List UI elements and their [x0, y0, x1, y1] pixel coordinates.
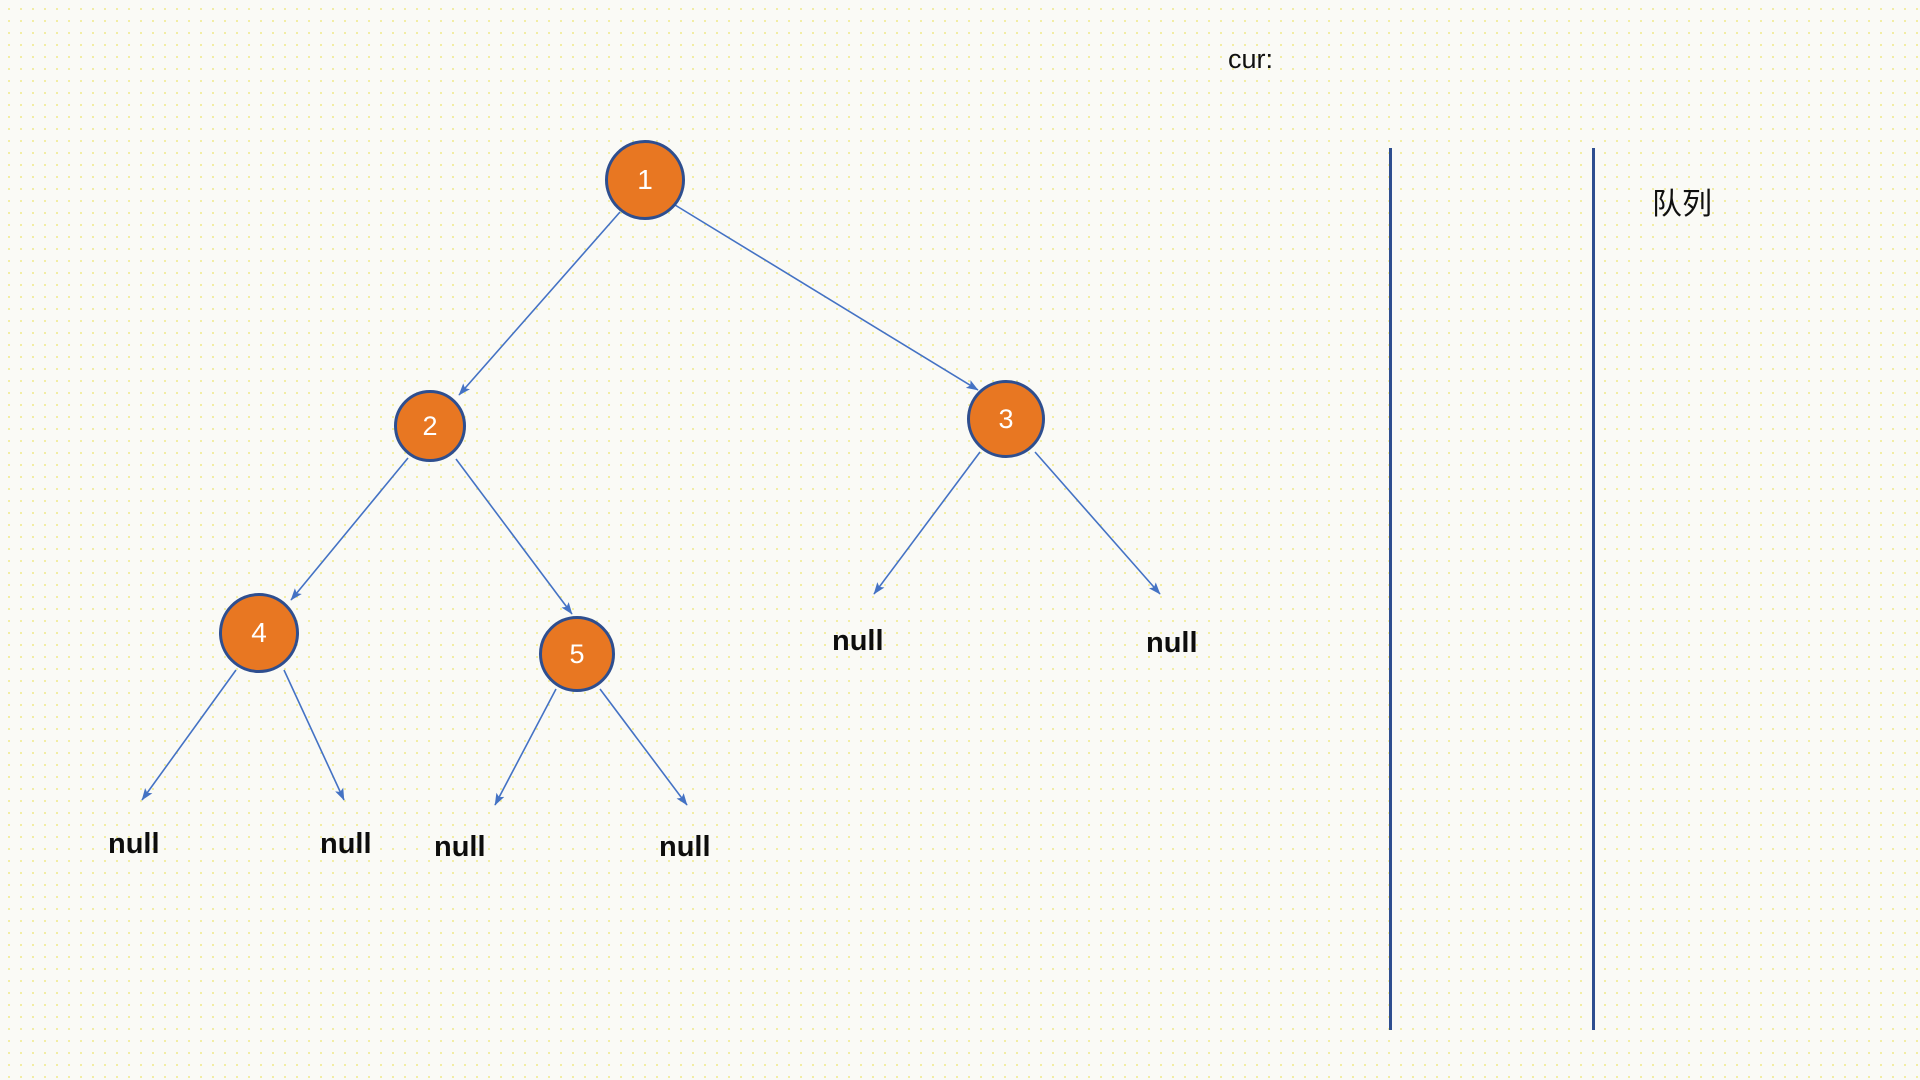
tree-edge — [455, 458, 573, 615]
tree-edge — [458, 211, 621, 396]
null-leaf-label: null — [659, 831, 711, 863]
tree-edge — [873, 451, 981, 595]
null-leaf-label: null — [434, 831, 486, 863]
tree-edge — [141, 669, 237, 801]
tree-edge — [599, 688, 688, 806]
null-leaf-label: null — [320, 828, 372, 860]
tree-edge — [1034, 451, 1161, 595]
tree-node-value: 2 — [422, 410, 438, 441]
cur-pointer-label: cur: — [1228, 44, 1274, 74]
queue-rail-left — [1389, 148, 1392, 1030]
tree-node-2[interactable]: 2 — [394, 390, 466, 462]
tree-edge — [290, 457, 409, 601]
null-leaf-label: null — [832, 625, 884, 657]
tree-edge — [494, 688, 557, 806]
tree-node-4[interactable]: 4 — [219, 593, 299, 673]
queue-rail-right — [1592, 148, 1595, 1030]
tree-node-value: 5 — [569, 638, 585, 669]
tree-edge — [674, 204, 979, 391]
tree-edge — [283, 669, 345, 801]
tree-node-value: 3 — [998, 403, 1014, 434]
tree-node-value: 1 — [637, 164, 653, 195]
null-leaf-label: null — [108, 828, 160, 860]
queue-title-label: 队列 — [1652, 188, 1712, 221]
tree-node-1[interactable]: 1 — [605, 140, 685, 220]
tree-node-value: 4 — [251, 617, 267, 648]
null-leaf-label: null — [1146, 627, 1198, 659]
tree-node-5[interactable]: 5 — [539, 616, 615, 692]
tree-node-3[interactable]: 3 — [967, 380, 1045, 458]
